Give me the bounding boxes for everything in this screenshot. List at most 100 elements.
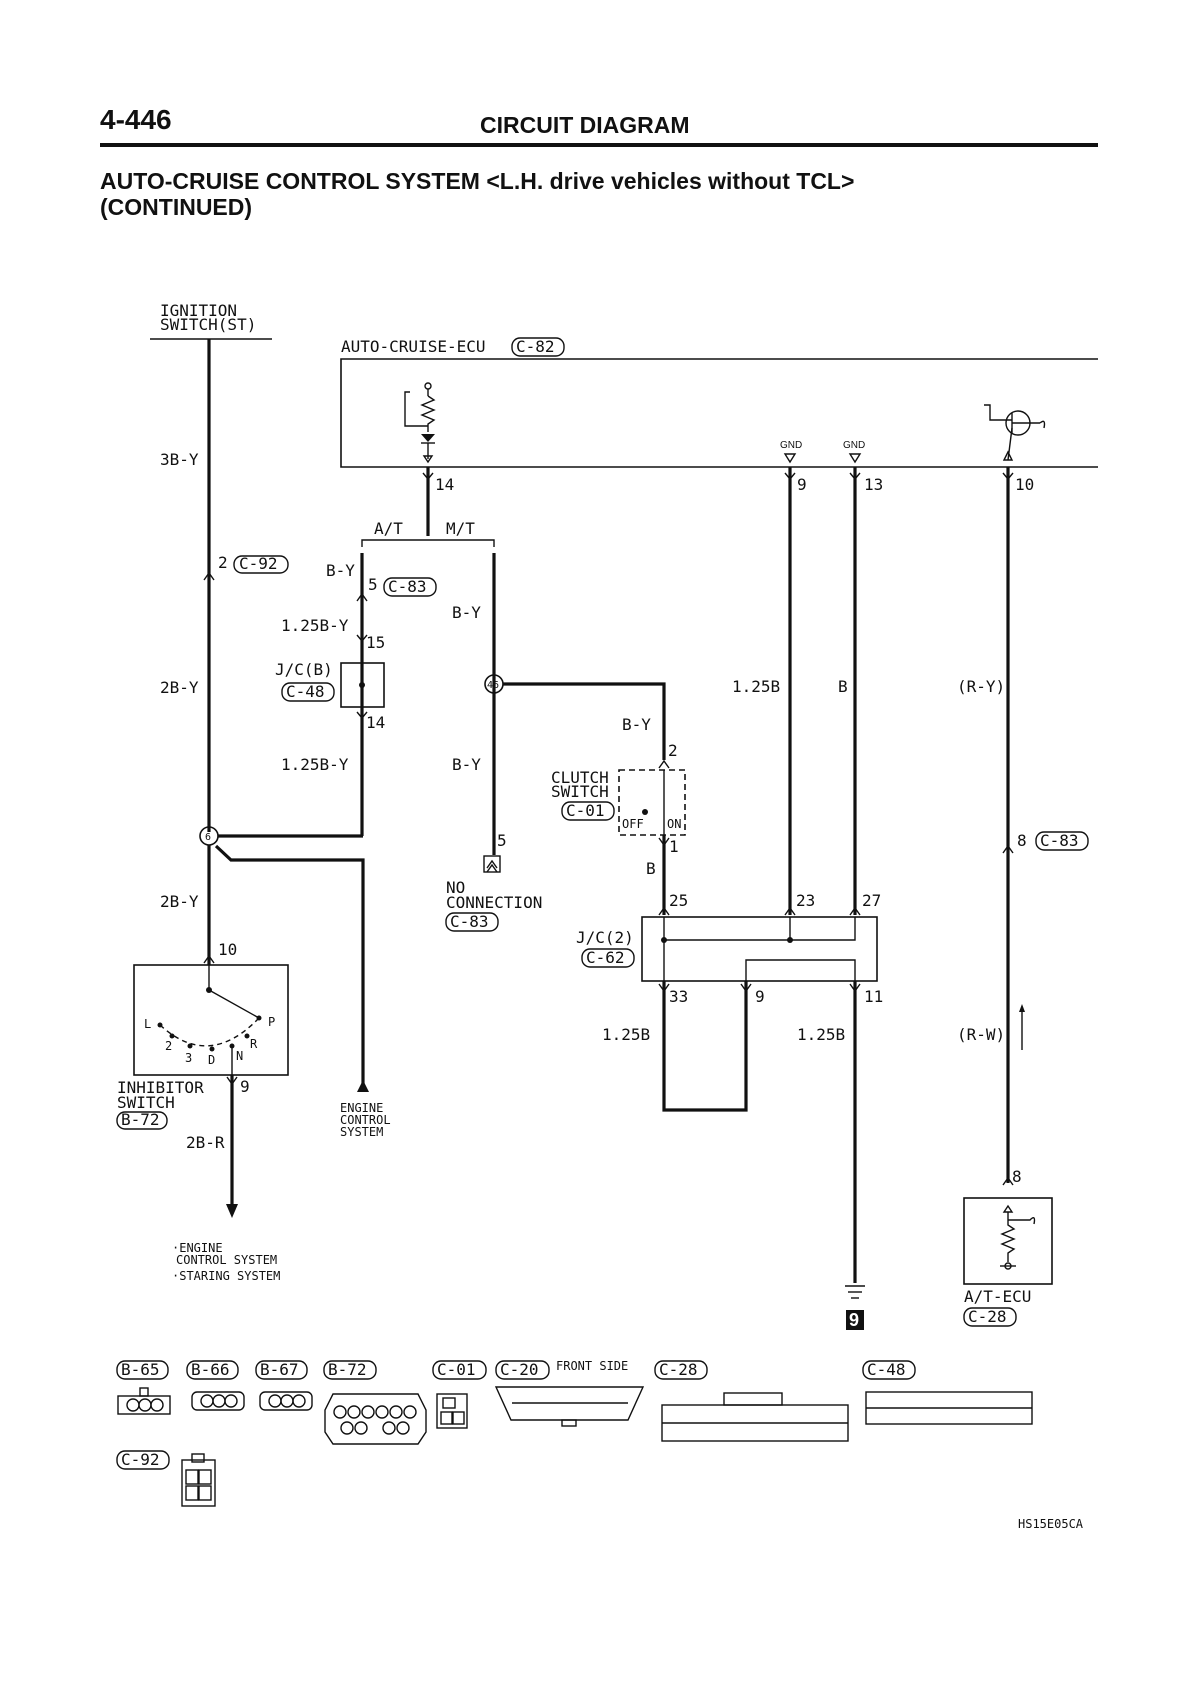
inhibitor-switch-box [133,964,289,1076]
wire-label-b-a: B [646,859,656,878]
legend-b66-shape [191,1391,245,1411]
ecu-gnd-a: GND [780,440,802,451]
ecs-label-2: CONTROL [340,1113,391,1127]
inh-label-L: L [144,1017,151,1031]
pin-10-inh: 10 [218,940,237,959]
ecu-pin-10: 10 [1015,475,1034,494]
jc2-bus-upper [663,917,856,981]
legend-badge-b66 [186,1360,239,1380]
inh-arc [159,1017,260,1047]
jc2-bus-lower [745,959,856,981]
atecu-terminal [1002,1204,1014,1213]
atecu-conn: C-28 [968,1307,1007,1326]
pin-8-c83: 8 [1017,831,1027,850]
wire-label-125b-b: 1.25B [602,1025,650,1044]
section-title: CIRCUIT DIAGRAM [480,112,690,138]
legend-b72-pin6 [403,1405,417,1419]
conn-badge-c28 [963,1307,1017,1327]
mark-jc2-23 [784,906,796,916]
legend-b72-pin8 [354,1421,368,1435]
pin-14-jcb: 14 [366,713,385,732]
legend-c20-shape [494,1386,645,1421]
pin-9-inh: 9 [240,1077,250,1096]
system-title: AUTO-CRUISE CONTROL SYSTEM <L.H. drive v… [100,168,854,220]
inh-label-P: P [268,1015,275,1029]
legend-c20-key [561,1419,577,1427]
pin-mark-inh-10 [203,954,215,964]
conn-badge-b72 [116,1111,168,1130]
legend-b72-shape [324,1393,427,1445]
legend-c92-key [191,1453,205,1463]
ecu-pin14-mark [422,455,434,464]
clutch-pin-1: 1 [669,837,679,856]
inhibitor-label-2: SWITCH [117,1093,175,1112]
ecu-gnd-a-mark [783,453,797,464]
conn-badge-c83b [1035,831,1089,851]
legend-b67: B-67 [255,1360,313,1411]
ecu-resistor [420,395,436,432]
nc-pin-5: 5 [497,831,507,850]
conn-badge-c01 [561,801,615,821]
legend-b65-pin1 [126,1398,140,1412]
mark-c83-5 [356,592,368,602]
legend-b67-label: B-67 [260,1360,299,1379]
legend-c92: C-92 [116,1450,216,1507]
conn-badge-c92 [233,555,289,574]
label-mt: M/T [446,519,475,538]
inh-label-D: D [208,1053,215,1067]
jcb-label: J/C(B) [275,660,333,679]
conn-badge-c83a [383,577,437,597]
ecu-pin-14: 14 [435,475,454,494]
jc2-box [641,916,878,982]
label-at: A/T [374,519,403,538]
legend-b67-pin2 [280,1394,294,1408]
inh-label-R: R [250,1037,258,1051]
pin-2-c92: 2 [218,553,228,572]
inhibitor-conn: B-72 [121,1110,160,1129]
nc-label-1: NO [446,878,465,897]
clutch-switch-box [618,769,686,836]
pin-5-c83: 5 [368,575,378,594]
wire-label-ry: (R-Y) [957,677,1005,696]
nc-terminal-mark [486,859,498,873]
clutch-pivot [642,809,648,815]
conn-badge-c48 [281,682,335,702]
jc2-conn: C-62 [586,948,625,967]
inh-pos-P [256,1015,262,1021]
legend-b72-pin9 [382,1421,396,1435]
legend-b67-shape [259,1391,313,1411]
jc2-node-a [661,937,667,943]
legend-c01-pin2 [452,1411,465,1425]
ecu-pin-13: 13 [864,475,883,494]
arrow-engine-staring [226,1204,238,1218]
ecu-box [340,358,1098,468]
mark-c83-8 [1002,844,1014,854]
at-mt-split [361,539,495,547]
atecu-label: A/T-ECU [964,1287,1031,1306]
legend-b67-pin3 [292,1394,306,1408]
signal-arrow-head [1019,1004,1025,1012]
legend-b72-pin4 [375,1405,389,1419]
ecs-label-1: ENGINE [340,1101,383,1115]
mark-atecu-8 [1002,1176,1014,1186]
ignition-label-2: SWITCH(ST) [160,315,256,334]
arrow-ecs [357,1080,369,1092]
inhibitor-label-1: INHIBITOR [117,1078,204,1097]
clutch-off: OFF [622,817,644,831]
header-rule [100,143,1098,147]
output-label-3: ·STARING SYSTEM [172,1269,280,1283]
mark-jc2-27 [849,906,861,916]
ecs-label-3: SYSTEM [340,1125,383,1139]
legend-c92-pin4 [198,1485,212,1501]
legend-badge-c48 [862,1360,916,1380]
legend-c01-pin1 [440,1411,453,1425]
junction-6-label: 6 [205,832,211,843]
legend-b66-pin1 [200,1394,214,1408]
legend-badge-c01 [432,1360,487,1380]
mark-jc2-25 [658,906,670,916]
legend-badge-b72 [323,1360,377,1380]
legend-b66-pin3 [224,1394,238,1408]
conn-badge-c62 [581,948,635,968]
jc2-pin-23: 23 [796,891,815,910]
